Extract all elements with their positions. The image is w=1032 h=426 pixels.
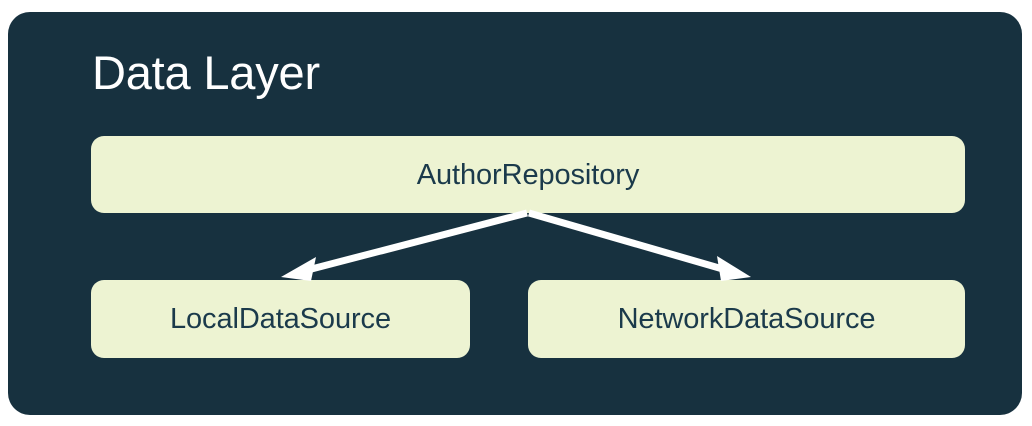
node-network-data-source[interactable]: NetworkDataSource bbox=[528, 280, 965, 358]
node-local-data-source-label: LocalDataSource bbox=[170, 303, 391, 335]
page-title: Data Layer bbox=[92, 46, 320, 99]
node-author-repository-label: AuthorRepository bbox=[416, 158, 640, 191]
node-network-data-source-label: NetworkDataSource bbox=[617, 303, 876, 335]
node-author-repository[interactable]: AuthorRepository bbox=[91, 136, 965, 213]
node-local-data-source[interactable]: LocalDataSource bbox=[91, 280, 470, 358]
